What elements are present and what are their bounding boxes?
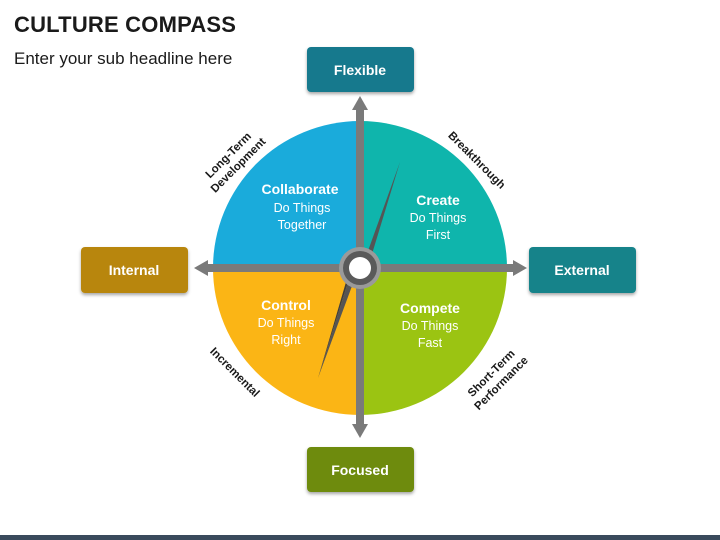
direction-box-internal: Internal <box>81 247 188 293</box>
compass-hub <box>339 247 381 289</box>
collaborate-line1: Do Things <box>274 201 331 215</box>
compete-title: Compete <box>400 300 460 316</box>
direction-label-internal: Internal <box>109 262 160 278</box>
collaborate-line2: Together <box>278 218 327 232</box>
control-line1: Do Things <box>258 316 315 330</box>
direction-box-external: External <box>529 247 636 293</box>
control-line2: Right <box>271 333 301 347</box>
quadrant-create <box>360 121 507 268</box>
page-subtitle: Enter your sub headline here <box>14 49 233 68</box>
footer-bar <box>0 535 720 540</box>
compete-line1: Do Things <box>402 319 459 333</box>
direction-box-flexible: Flexible <box>307 47 414 92</box>
quadrant-control <box>213 268 360 415</box>
direction-label-external: External <box>554 262 609 278</box>
page-title: CULTURE COMPASS <box>14 12 237 37</box>
collaborate-title: Collaborate <box>261 181 338 197</box>
direction-box-focused: Focused <box>307 447 414 492</box>
direction-label-focused: Focused <box>331 462 389 478</box>
compete-line2: Fast <box>418 336 443 350</box>
create-line1: Do Things <box>410 211 467 225</box>
quadrant-collaborate <box>213 121 360 268</box>
create-title: Create <box>416 192 460 208</box>
create-line2: First <box>426 228 451 242</box>
control-title: Control <box>261 297 311 313</box>
direction-label-flexible: Flexible <box>334 62 386 78</box>
quadrant-compete <box>360 268 507 415</box>
